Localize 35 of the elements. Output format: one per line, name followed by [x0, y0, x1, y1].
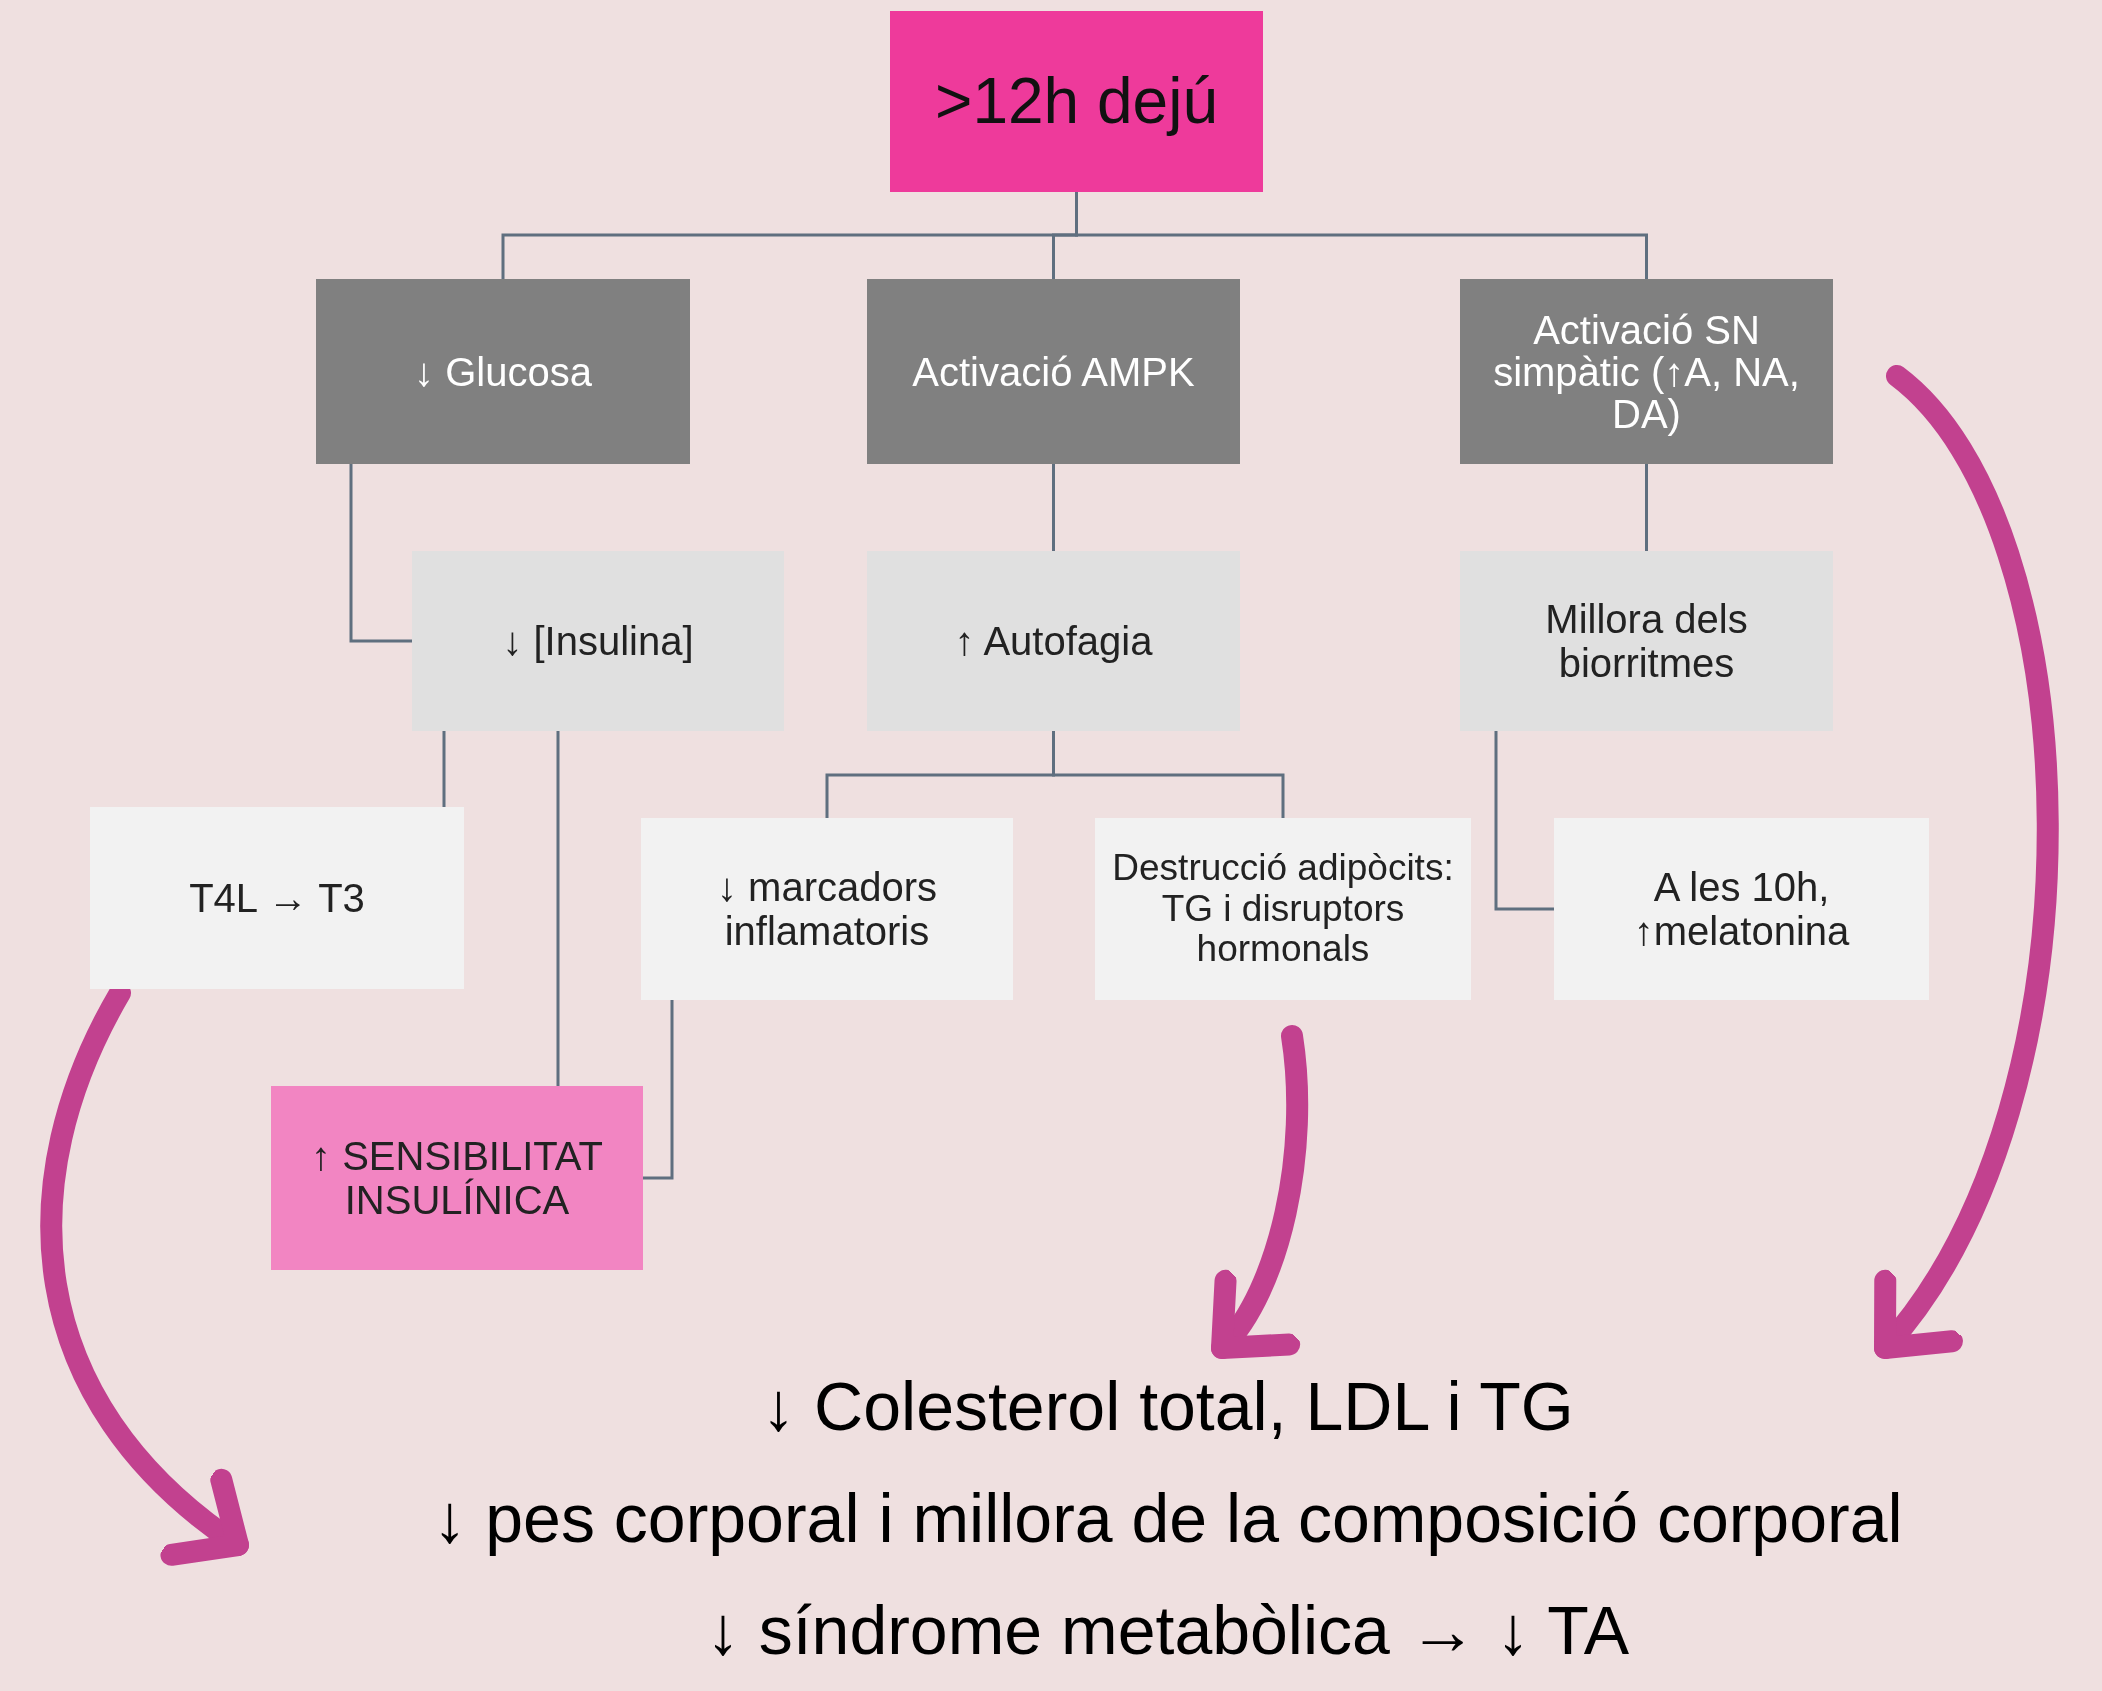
result-box — [271, 1086, 643, 1270]
node-label: Millora dels biorritmes — [1544, 597, 1749, 685]
connector-line — [442, 729, 446, 809]
process-box — [1095, 818, 1471, 1000]
node-label: ↓ Glucosa — [414, 349, 592, 394]
connector-line — [1052, 729, 1285, 820]
node-label: ↑ SENSIBILITAT INSULÍNICA — [310, 1134, 604, 1222]
node-label: ↓ pes corporal i millora de la composició corporal — [432, 1479, 1903, 1558]
node-label: T4L → T3 — [189, 876, 365, 920]
node-label: ↓ síndrome metabòlica → ↓ TA — [705, 1591, 1630, 1670]
process-box — [641, 818, 1013, 1000]
connector-line — [1052, 462, 1055, 553]
process-box — [1460, 551, 1833, 731]
node-label: Destrucció adipòcits: TG i disruptors hormonals — [1111, 847, 1455, 971]
node-label: ↓ Colesterol total, LDL i TG — [761, 1367, 1574, 1446]
node-label: ↓ marcadors inflamatoris — [715, 865, 939, 953]
node-label: A les 10h, ↑melatonina — [1632, 865, 1851, 953]
connector-line — [1494, 729, 1556, 911]
process-box — [1554, 818, 1929, 1000]
node-label: ↑ Autofagia — [954, 619, 1153, 663]
process-box — [316, 279, 690, 464]
node-label: >12h dejú — [935, 66, 1218, 137]
process-box — [867, 279, 1240, 464]
process-box — [1460, 279, 1833, 464]
connector-line — [556, 729, 560, 1088]
process-box — [867, 551, 1240, 731]
process-box — [90, 807, 464, 989]
process-box — [412, 551, 784, 731]
node-label: Activació SN simpàtic (↑A, NA, DA) — [1492, 308, 1801, 435]
start-box — [890, 11, 1263, 192]
node-label: Activació AMPK — [912, 349, 1195, 394]
node-label: ↓ [Insulina] — [502, 619, 694, 663]
connector-line — [349, 462, 414, 643]
connector-line — [1645, 462, 1648, 553]
curved-arrow — [1209, 1025, 1309, 1359]
